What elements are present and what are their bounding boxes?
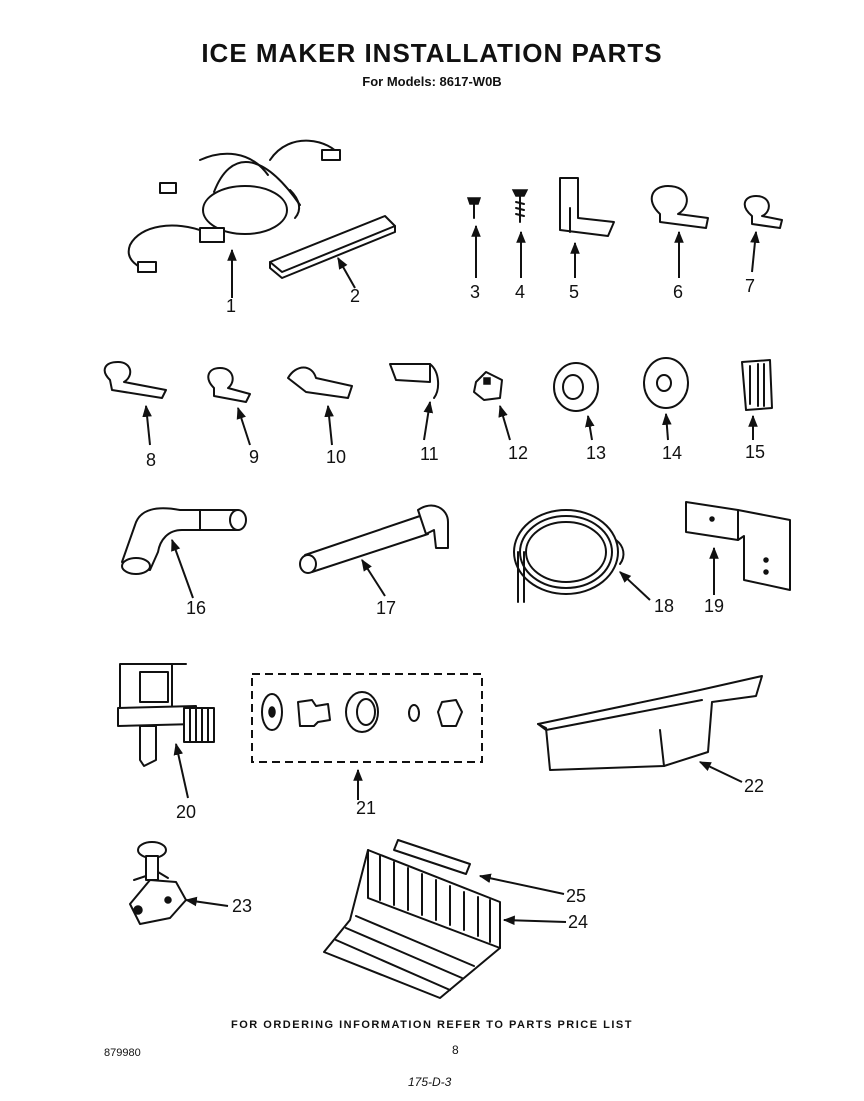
part-14-washer: [643, 357, 689, 409]
ordering-info-note: FOR ORDERING INFORMATION REFER TO PARTS …: [231, 1019, 633, 1031]
callout-5: 5: [569, 282, 579, 302]
part-21-fitting-kit: [251, 673, 483, 763]
callout-19: 19: [704, 596, 724, 616]
page-number: 8: [452, 1043, 459, 1057]
callout-23: 23: [232, 896, 252, 916]
part-22-ice-bin: [537, 675, 763, 771]
part-3-screw: [466, 197, 482, 219]
callout-1: 1: [226, 296, 236, 316]
part-8-clamp: [103, 361, 167, 399]
callout-12: 12: [508, 443, 528, 463]
callout-10: 10: [326, 447, 346, 467]
callout-3: 3: [470, 282, 480, 302]
part-20-water-valve: [117, 663, 215, 767]
callout-4: 4: [515, 282, 525, 302]
part-12-block: [473, 371, 503, 401]
part-5-bracket: [559, 177, 615, 237]
part-2-channel-strip: [269, 215, 396, 279]
part-7-clamp: [743, 195, 783, 229]
callout-17: 17: [376, 598, 396, 618]
document-number: 879980: [104, 1047, 141, 1059]
callout-6: 6: [673, 282, 683, 302]
part-11-clip: [389, 363, 440, 399]
callout-21: 21: [356, 798, 376, 818]
part-19-bracket: [685, 501, 791, 591]
callout-18: 18: [654, 596, 674, 616]
callout-24: 24: [568, 912, 588, 932]
part-23-assembly: [129, 841, 187, 925]
page-subtitle: For Models: 8617-W0B: [362, 74, 502, 89]
part-15-block: [741, 359, 773, 411]
callout-8: 8: [146, 450, 156, 470]
callout-9: 9: [249, 447, 259, 467]
callout-16: 16: [186, 598, 206, 618]
part-4-screw: [511, 189, 529, 223]
part-16-elbow-tube: [121, 507, 247, 575]
part-6-clamp: [650, 185, 709, 229]
part-18-coiled-tubing: [513, 509, 625, 603]
part-24-rack: [323, 849, 501, 999]
callout-2: 2: [350, 286, 360, 306]
callout-25: 25: [566, 886, 586, 906]
page-title: ICE MAKER INSTALLATION PARTS: [201, 38, 663, 68]
part-10-clamp: [287, 366, 353, 399]
part-17-tube: [299, 504, 449, 574]
handwritten-note: 175-D-3: [408, 1075, 452, 1089]
callout-13: 13: [586, 443, 606, 463]
callout-11: 11: [420, 444, 439, 464]
callout-7: 7: [745, 276, 755, 296]
callout-15: 15: [745, 442, 765, 462]
callout-22: 22: [744, 776, 764, 796]
part-25-strip: [393, 839, 471, 875]
callout-20: 20: [176, 802, 196, 822]
callout-14: 14: [662, 443, 682, 463]
part-1-wire-harness: [127, 139, 341, 273]
part-13-grommet: [553, 362, 599, 412]
part-9-clamp: [207, 367, 251, 403]
